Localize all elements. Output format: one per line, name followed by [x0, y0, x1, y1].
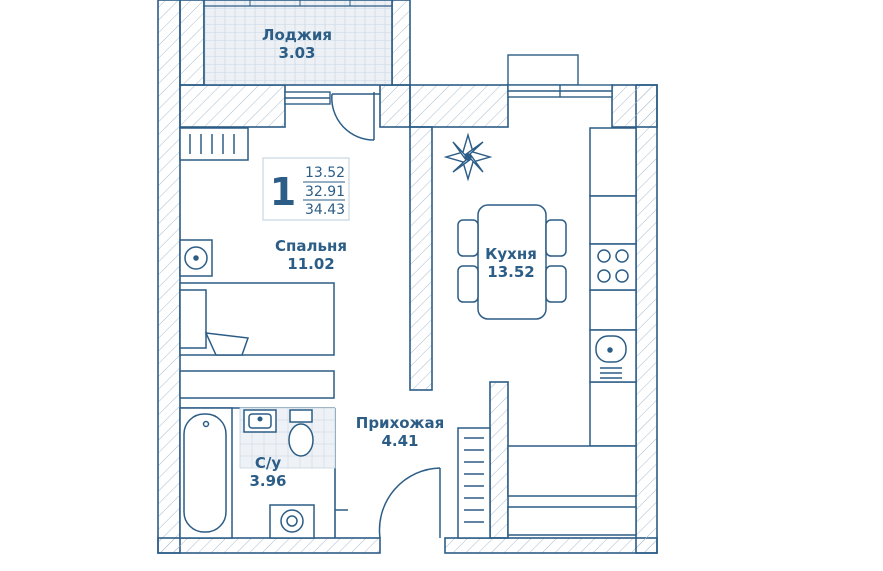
wall-hall-kitchen: [489, 381, 509, 539]
wall-top-kitchen: [409, 84, 509, 128]
wall-loggia-right: [391, 0, 411, 86]
area-with-loggia: 34.43: [305, 202, 345, 218]
stove-icon: [589, 243, 637, 291]
window-loggia: [284, 91, 331, 105]
bedroom-area: 11.02: [287, 255, 334, 273]
bathroom-name: С/у: [255, 454, 281, 472]
entry-door: [378, 467, 441, 539]
hallway-closet: [457, 427, 491, 539]
kitchen: [443, 127, 637, 536]
wall-top-mid: [379, 84, 411, 128]
wardrobe: [179, 127, 249, 161]
bedroom: [179, 127, 335, 399]
walls: [157, 0, 658, 554]
toilet-icon: [288, 409, 314, 457]
kitchen-sink-icon: [589, 329, 637, 383]
window-kitchen: [507, 54, 613, 98]
wall-bottom-right: [444, 537, 658, 554]
bathroom-area: 3.96: [249, 472, 286, 490]
wall-top-kitchen-right: [611, 84, 658, 128]
bed: [179, 282, 335, 356]
wall-top-bedroom: [179, 84, 286, 128]
bathroom: [179, 407, 348, 539]
loggia-area: 3.03: [278, 44, 315, 62]
dining-table: [457, 204, 567, 320]
kitchen-name: Кухня: [485, 245, 537, 263]
area-living: 13.52: [305, 165, 345, 181]
fridge: [507, 445, 637, 497]
loggia-name: Лоджия: [262, 26, 332, 44]
area-total: 32.91: [305, 184, 345, 200]
dresser: [179, 370, 335, 399]
hallway-name: Прихожая: [356, 414, 444, 432]
rooms-count: 1: [270, 170, 296, 214]
washing-machine-icon: [269, 504, 315, 539]
door-loggia: [331, 92, 380, 141]
wall-left: [157, 0, 181, 554]
apartment-badge: 1 13.52 32.91 34.43: [262, 157, 350, 221]
sink-icon: [243, 409, 277, 433]
nightstand: [179, 239, 213, 277]
hallway-area: 4.41: [381, 432, 418, 450]
wall-partition: [409, 126, 433, 391]
wall-right: [635, 84, 658, 554]
loggia-floor: [203, 0, 393, 86]
labels: Лоджия 3.03 Спальня 11.02 Кухня 13.52 Пр…: [249, 26, 536, 490]
kitchen-cabinet: [507, 506, 637, 536]
wall-bottom-left: [157, 537, 381, 554]
compass-rose-icon: [443, 132, 493, 182]
wall-loggia-left: [179, 0, 205, 86]
kitchen-counter: [589, 127, 637, 447]
loggia: [203, 0, 393, 86]
bathtub-icon: [179, 407, 233, 539]
bedroom-name: Спальня: [275, 237, 347, 255]
kitchen-area: 13.52: [487, 263, 534, 281]
